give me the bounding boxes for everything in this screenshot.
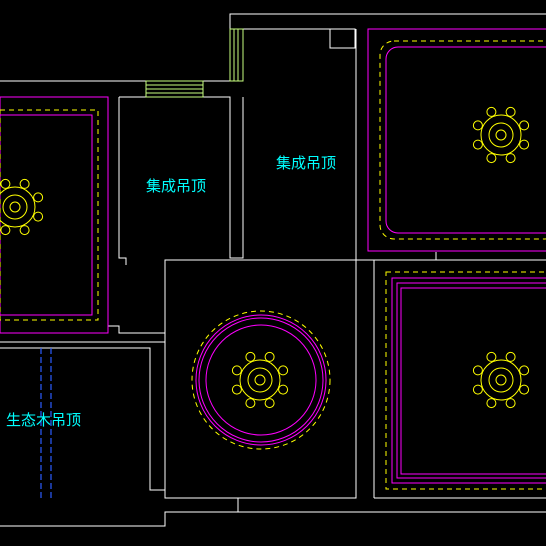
window-top [145,80,204,98]
wall-center-room [164,259,357,499]
lamp-bulb [231,365,242,376]
ceiling-center-round [191,310,331,450]
chandelier-center-room [231,351,289,409]
lamp-bulb [264,398,275,409]
lamp-bulb [486,398,497,409]
wall-top-inner [242,28,356,81]
beam-lower-left [40,348,52,498]
chandelier-ring [9,201,21,213]
lamp-bulb [231,384,242,395]
lamp-bulb [0,225,11,236]
led-strip-lower-right-room [385,271,546,490]
label-integrated-ceiling-right: 集成吊顶 [276,154,336,172]
lamp-bulb [0,178,11,189]
chandelier-ring [247,367,273,393]
chandelier-lower-right-room [472,351,530,409]
lamp-bulb [505,106,516,117]
lamp-bulb [245,351,256,362]
lamp-bulb [33,211,44,222]
lamp-bulb [486,106,497,117]
wall-lower-left [0,347,165,491]
chandelier-left-room [0,178,44,236]
lamp-bulb [472,139,483,150]
wall-lower-left-bottom [0,511,238,527]
chandelier-ring [495,374,507,386]
wall-corridor-line2 [203,96,244,259]
label-eco-wood-ceiling: 生态木吊顶 [6,411,81,429]
lamp-bulb [505,351,516,362]
lamp-bulb [19,225,30,236]
chandelier-ring [239,359,281,401]
wall-corridor-left [118,97,127,265]
fixtures-layer [0,106,530,409]
lamp-bulb [472,365,483,376]
led-strip-left-room [0,109,99,321]
lamp-bulb [486,351,497,362]
ceiling-left-room [0,96,109,334]
lamp-bulb [486,153,497,164]
ceiling-lower-right-room [391,277,546,484]
wall-left-room-bottom-step [107,325,165,334]
lamp-bulb [505,398,516,409]
led-strip-upper-right-room [379,40,546,240]
lamp-bulb [519,384,530,395]
lamp-bulb [472,384,483,395]
lamp-bulb [33,192,44,203]
chandelier-ring [0,186,36,228]
lamp-bulb [245,398,256,409]
lamp-bulb [264,351,275,362]
window-side [229,28,244,82]
chandelier-ring [254,374,266,386]
chandelier-ring [2,194,28,220]
chandelier-ring [488,122,514,148]
lamp-bulb [19,178,30,189]
label-integrated-ceiling-left: 集成吊顶 [146,177,206,195]
lamp-bulb [505,153,516,164]
lamp-bulb [519,120,530,131]
lamp-bulb [278,384,289,395]
lamp-bulb [519,139,530,150]
walls [0,13,546,527]
chandelier-ring [495,129,507,141]
chandelier-upper-right-room [472,106,530,164]
lamp-bulb [278,365,289,376]
chandelier-ring [488,367,514,393]
chandelier-ring [480,359,522,401]
lamp-bulb [472,120,483,131]
lamp-bulb [519,365,530,376]
chandelier-ring [480,114,522,156]
ceiling-upper-right-room [367,28,546,252]
